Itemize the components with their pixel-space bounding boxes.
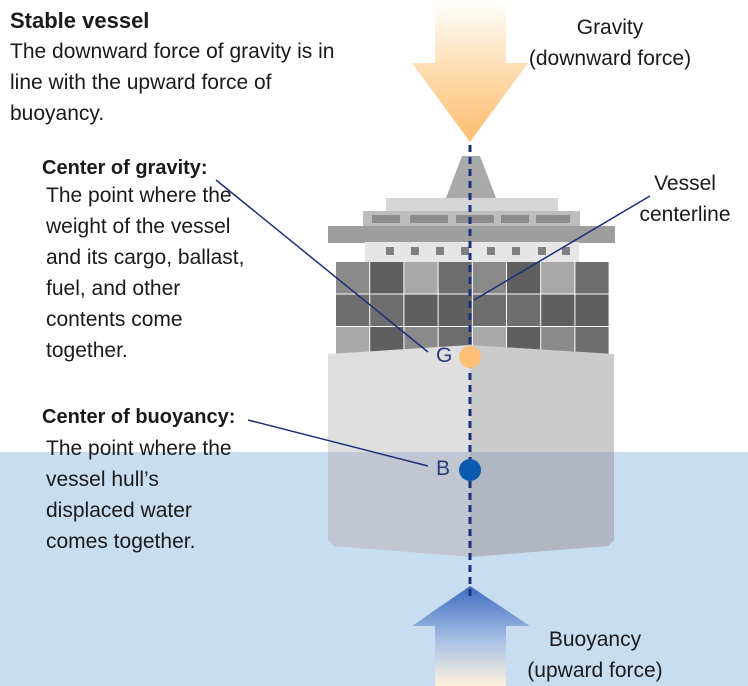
hull-left <box>328 345 470 557</box>
ship-funnel <box>446 156 496 198</box>
container-block <box>541 294 575 326</box>
container-block <box>404 262 438 294</box>
leader-centerline <box>473 195 651 301</box>
container-block <box>507 294 541 326</box>
superstructure-lower <box>365 242 579 262</box>
buoyancy-label: Buoyancy (upward force) <box>505 624 685 686</box>
container-block <box>438 262 472 294</box>
center-of-gravity-label: Center of gravity: <box>42 157 208 179</box>
container-block <box>370 294 404 326</box>
center-of-gravity-description: The point where the weight of the vessel… <box>46 184 245 362</box>
buoyancy-label-line2: (upward force) <box>527 659 663 682</box>
centerline-label: Vessel centerline <box>610 168 748 230</box>
container-block <box>575 294 609 326</box>
diagram-title: Stable vessel <box>10 8 150 33</box>
centerline-label-line1: Vessel <box>654 172 716 195</box>
container-block <box>336 294 370 326</box>
center-of-buoyancy-label: Center of buoyancy: <box>42 406 236 428</box>
center-of-buoyancy-description: The point where the vessel hull’s displa… <box>46 437 232 553</box>
center-of-buoyancy-marker: B <box>436 457 451 480</box>
hull-right <box>470 345 614 557</box>
lower-windows <box>386 247 570 255</box>
gravity-label-line1: Gravity <box>576 16 644 39</box>
center-of-buoyancy-point <box>459 459 481 481</box>
leader-buoyancy <box>247 419 429 467</box>
superstructure-top <box>386 198 558 212</box>
superstructure-windows <box>372 215 570 223</box>
center-of-gravity-point <box>459 346 481 368</box>
water-overlay-hull <box>328 452 614 557</box>
buoyancy-label-line1: Buoyancy <box>548 628 642 651</box>
container-block <box>472 262 506 294</box>
container-block <box>438 294 472 326</box>
gravity-label: Gravity (downward force) <box>520 12 700 74</box>
gravity-label-line2: (downward force) <box>528 47 692 70</box>
center-of-gravity-marker: G <box>436 344 453 367</box>
centerline-label-line2: centerline <box>639 203 731 226</box>
container-block <box>336 262 370 294</box>
diagram-description: The downward force of gravity is in line… <box>10 40 335 125</box>
buoyancy-arrow <box>412 586 530 686</box>
container-block <box>404 294 438 326</box>
container-block <box>541 262 575 294</box>
leader-gravity <box>215 179 429 353</box>
gravity-arrow <box>412 0 528 142</box>
container-block <box>472 294 506 326</box>
container-block <box>370 262 404 294</box>
container-block <box>575 262 609 294</box>
